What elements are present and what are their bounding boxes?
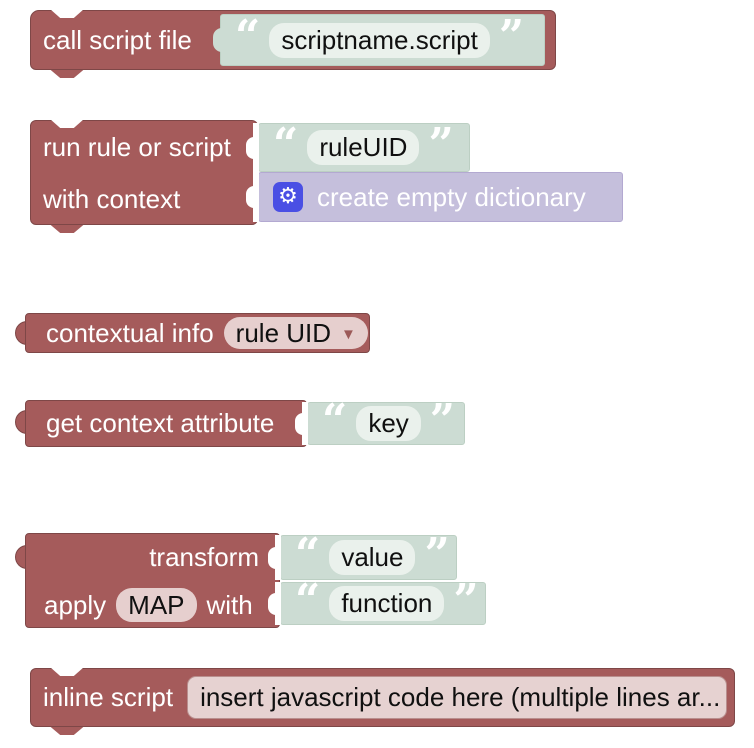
block-transform-apply[interactable]: transform apply MAP with “ value ” “ fun… xyxy=(15,528,486,628)
text-shadow-block[interactable]: “ ruleUID ” xyxy=(253,118,470,172)
rule-uid-field[interactable]: ruleUID xyxy=(307,130,420,165)
dictionary-block-label: create empty dictionary xyxy=(317,181,586,212)
block-body[interactable]: get context attribute xyxy=(25,400,307,447)
next-connection-notch xyxy=(50,727,84,735)
block-body[interactable]: contextual info rule UID ▼ xyxy=(25,313,370,353)
text-shadow-block[interactable]: “ scriptname.script ” xyxy=(220,14,545,66)
gear-icon: ⚙ xyxy=(278,184,298,209)
block-label: contextual info xyxy=(46,317,214,348)
block-label: apply xyxy=(44,589,107,620)
open-quote-icon: “ xyxy=(235,11,261,62)
next-connection-notch xyxy=(50,70,84,78)
close-quote-icon: ” xyxy=(428,118,454,170)
close-quote-icon: ” xyxy=(498,11,525,62)
block-body[interactable]: inline script insert javascript code her… xyxy=(30,668,735,727)
open-quote-icon: “ xyxy=(295,574,321,626)
block-body[interactable]: run rule or script with context xyxy=(30,120,258,225)
block-run-rule-or-script[interactable]: run rule or script with context “ ruleUI… xyxy=(30,118,623,233)
block-get-context-attribute[interactable]: get context attribute “ key ” xyxy=(15,394,465,447)
block-label: call script file xyxy=(43,24,192,55)
block-inline-script[interactable]: inline script insert javascript code her… xyxy=(30,667,735,735)
block-label: inline script xyxy=(43,682,174,712)
key-field[interactable]: key xyxy=(356,406,421,441)
value-field[interactable]: value xyxy=(329,540,416,575)
block-label: transform xyxy=(149,542,259,572)
block-label: run rule or script xyxy=(43,131,231,162)
dictionary-block[interactable]: ⚙ create empty dictionary xyxy=(253,172,623,222)
block-contextual-info[interactable]: contextual info rule UID ▼ xyxy=(15,313,370,353)
chevron-down-icon: ▼ xyxy=(341,325,356,343)
open-quote-icon: “ xyxy=(322,394,348,446)
block-label: get context attribute xyxy=(46,408,275,438)
open-quote-icon: “ xyxy=(295,528,321,580)
close-quote-icon: ” xyxy=(429,394,456,446)
text-shadow-block[interactable]: “ function ” xyxy=(275,574,486,626)
next-connection-notch xyxy=(50,225,84,233)
text-shadow-block[interactable]: “ key ” xyxy=(302,394,465,446)
previous-connection-notch xyxy=(50,667,84,676)
inline-script-code-field[interactable]: insert javascript code here (multiple li… xyxy=(187,676,727,719)
previous-connection-notch xyxy=(50,9,84,18)
text-shadow-block[interactable]: “ value ” xyxy=(275,528,457,580)
function-field[interactable]: function xyxy=(329,586,445,621)
block-body[interactable]: transform apply MAP with xyxy=(25,533,280,628)
context-info-dropdown[interactable]: rule UID ▼ xyxy=(223,317,368,349)
close-quote-icon: ” xyxy=(424,528,450,580)
transformation-type-field[interactable]: MAP xyxy=(116,588,197,622)
block-label: with xyxy=(206,589,253,620)
dropdown-selected-value: rule UID xyxy=(235,317,332,348)
open-quote-icon: “ xyxy=(273,118,299,170)
previous-connection-notch xyxy=(50,119,84,128)
close-quote-icon: ” xyxy=(453,574,479,626)
script-filename-field[interactable]: scriptname.script xyxy=(269,22,490,58)
mutator-gear-button[interactable]: ⚙ xyxy=(273,182,303,212)
block-call-script-file[interactable]: call script file “ scriptname.script ” xyxy=(30,9,556,78)
block-label: with context xyxy=(43,184,181,214)
